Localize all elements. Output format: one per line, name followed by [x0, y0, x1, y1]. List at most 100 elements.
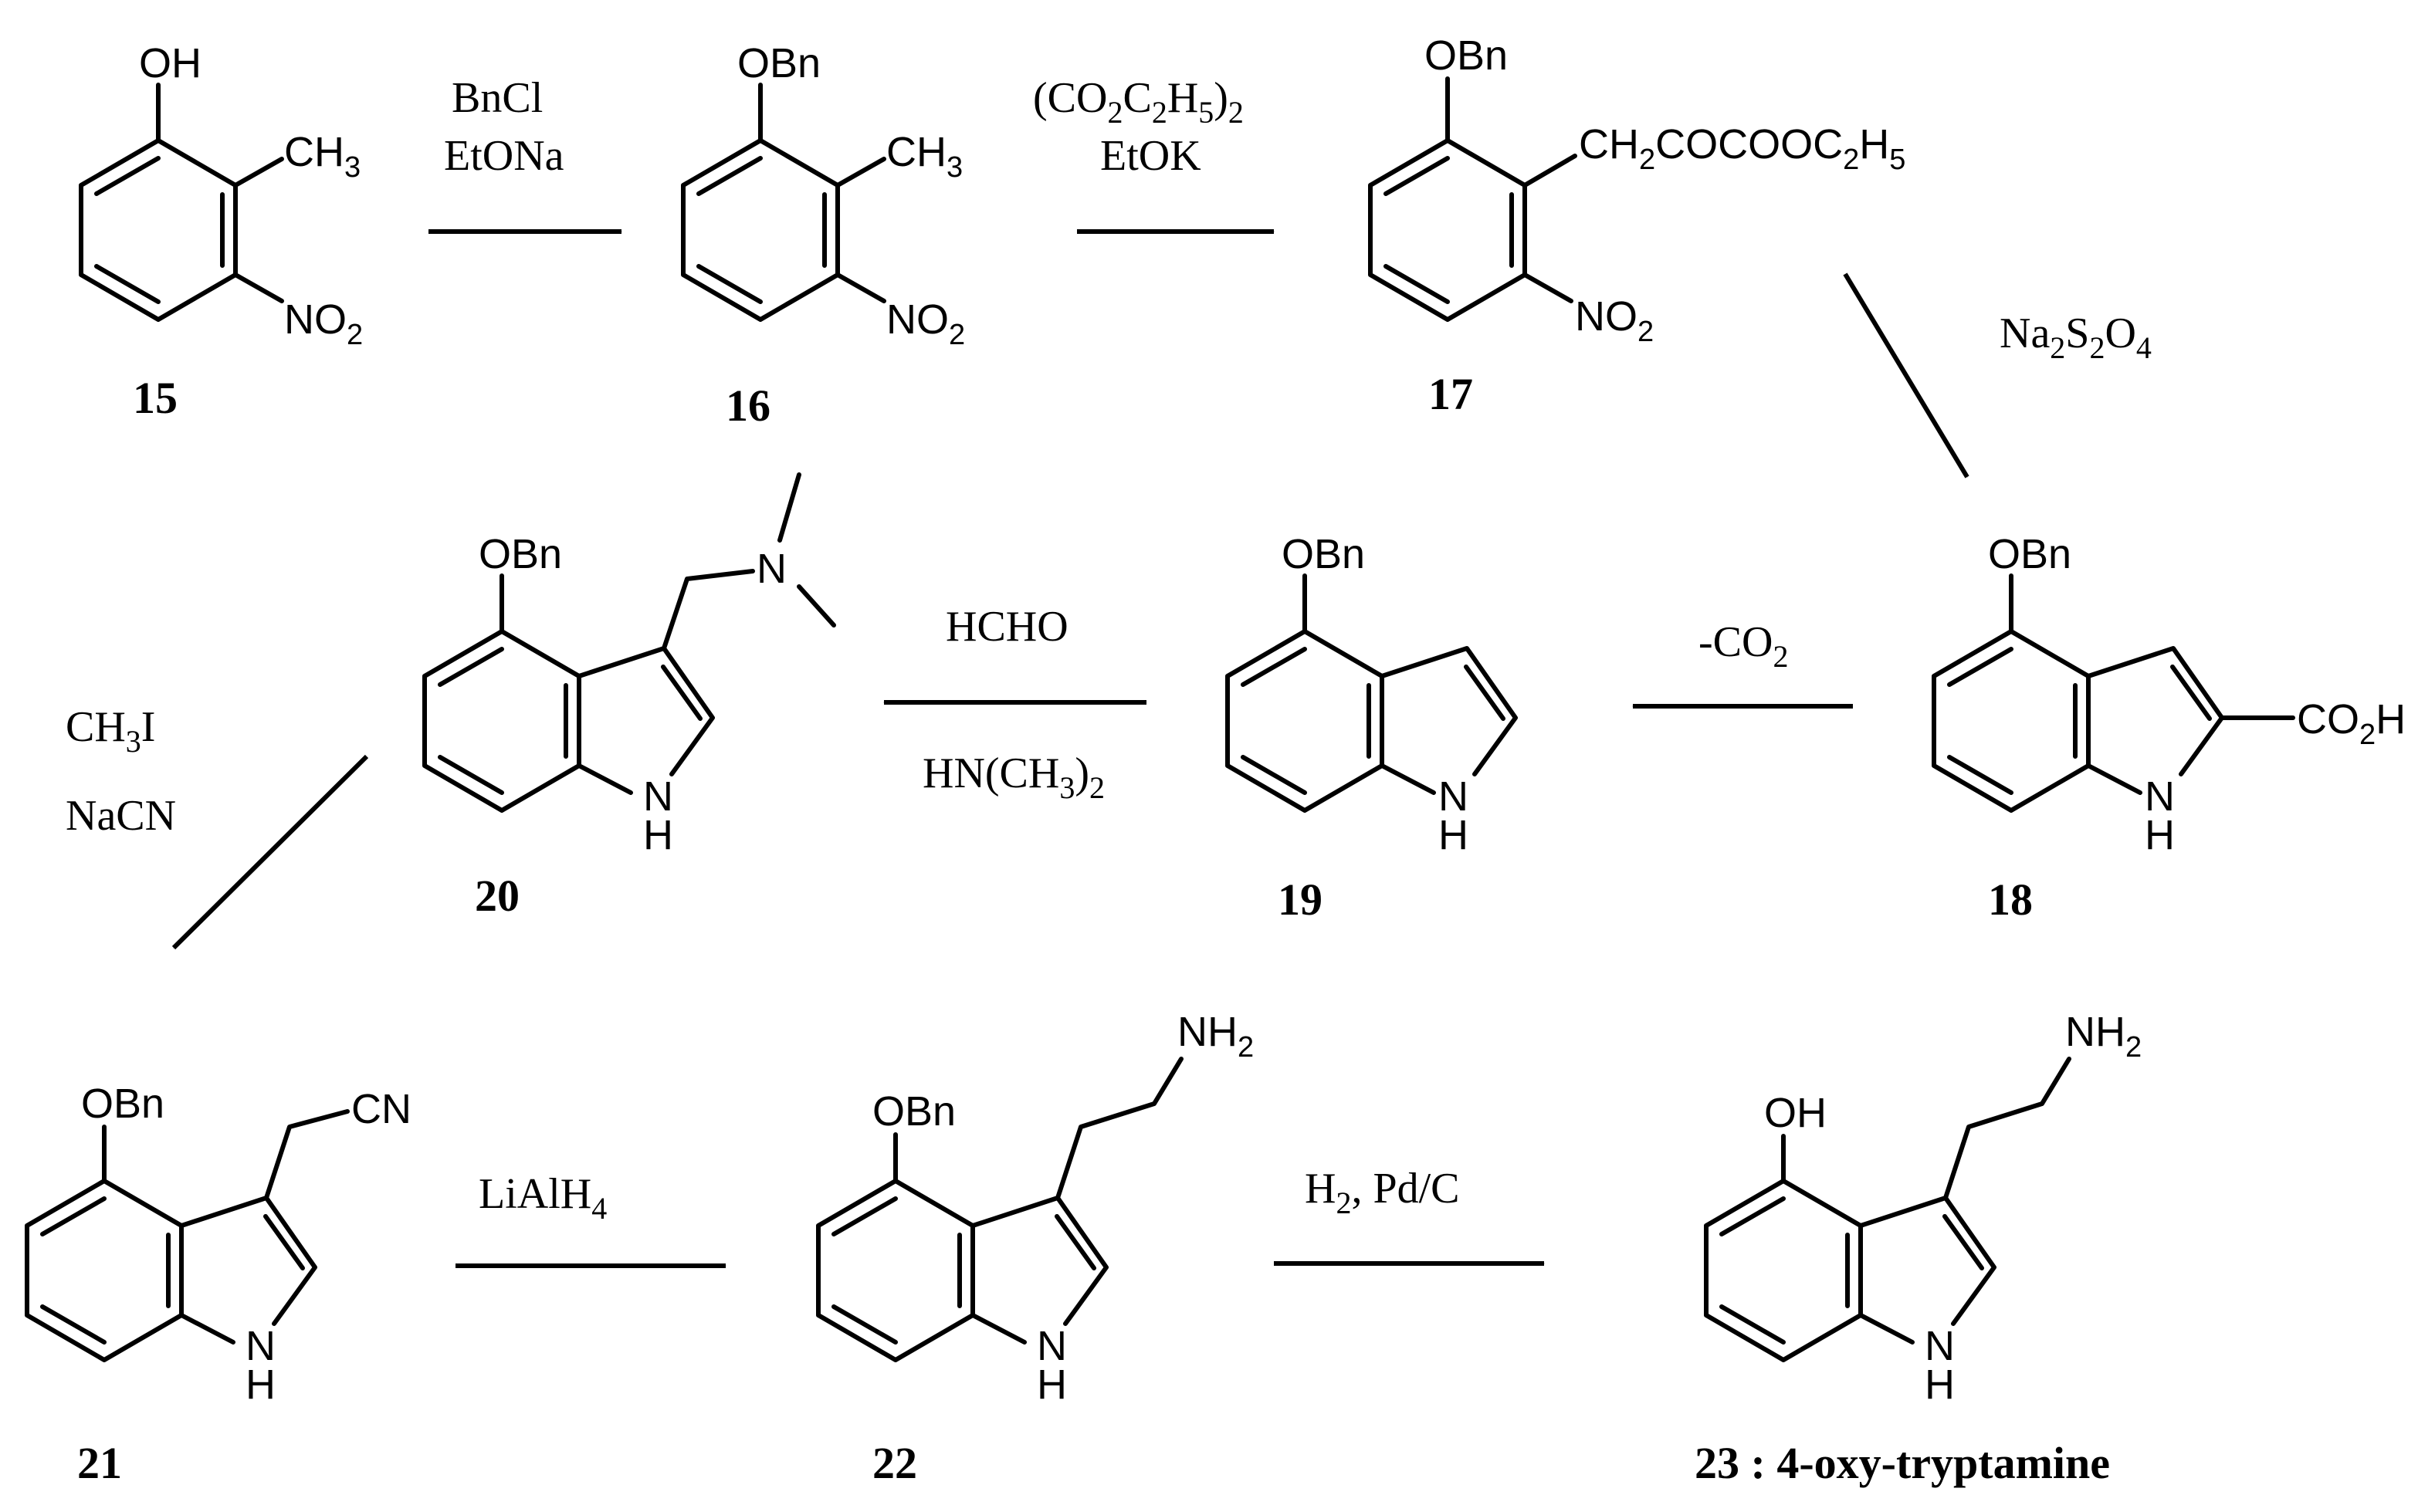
pyrrole-ring-20 [577, 646, 715, 795]
reagent-hydrogenation: H2, Pd/C [1305, 1165, 1460, 1220]
compound-number-15: 15 [133, 373, 178, 423]
indole-benzene-ring-22 [816, 1179, 975, 1362]
compound-number-23: 23 : 4-oxy-tryptamine [1695, 1438, 2110, 1488]
ethylamine-bond-23 [1943, 1057, 2071, 1200]
benzene-ring-16 [681, 138, 840, 322]
reagent-diethyl-oxalate: (CO2C2H5)2 [1033, 74, 1244, 130]
pyrrole-double-bond-23 [1942, 1214, 1984, 1270]
indole-benzene-ring-18 [1932, 629, 2091, 813]
pyrrole-ring-21 [179, 1196, 317, 1345]
no2-label-16: NO2 [886, 296, 965, 351]
reagent-etok: EtOK [1100, 132, 1201, 180]
indole-benzene-ring-23 [1704, 1179, 1863, 1362]
obn-label-18: OBn [1988, 531, 2071, 577]
pyrrole-double-bond-19 [1464, 665, 1505, 721]
no2-label-15: NO2 [284, 296, 363, 351]
nh2-label-23: NH2 [2065, 1009, 2142, 1064]
compound-number-22: 22 [872, 1438, 917, 1488]
compound-16: OBn CH3 NO2 16 [681, 40, 965, 431]
nh-h-label-21: H [246, 1361, 276, 1408]
n-methyl-bonds-20 [777, 472, 836, 627]
compound-number-19: 19 [1278, 874, 1322, 925]
obn-label-17: OBn [1424, 32, 1508, 79]
compound-number-21: 21 [77, 1438, 122, 1488]
compound-number-16: 16 [726, 381, 770, 431]
reagent-decarboxylation: -CO2 [1698, 618, 1788, 674]
reagent-bncl: BnCl [452, 74, 543, 122]
pyrrole-double-bond-22 [1055, 1214, 1096, 1270]
compound-number-17: 17 [1428, 369, 1473, 419]
indole-benzene-ring-20 [422, 629, 581, 813]
compound-23: OH NH2 N H 23 : 4-oxy-tryptamine [1695, 1009, 2142, 1488]
ring-inner-bonds-15 [94, 156, 225, 304]
pyrrole-ring-22 [970, 1196, 1109, 1345]
no2-bond-15 [233, 272, 284, 303]
obn-label-21: OBn [81, 1081, 164, 1127]
cn-label-21: CN [351, 1086, 411, 1132]
obn-label-16: OBn [737, 40, 821, 86]
ch2cn-bond-21 [264, 1109, 350, 1200]
reagent-methyl-iodide: CH3I [66, 703, 155, 759]
ring-inner-bonds-21 [40, 1196, 171, 1345]
ethylamine-bond-22 [1055, 1057, 1184, 1200]
pyrrole-double-bond-21 [263, 1214, 305, 1270]
no2-bond-16 [835, 272, 886, 303]
ring-inner-bonds-23 [1719, 1196, 1850, 1345]
obn-label-19: OBn [1282, 531, 1365, 577]
pyrrole-ring-23 [1858, 1196, 1996, 1345]
compound-17: OBn CH2COCOOC2H5 NO2 17 [1368, 32, 1905, 419]
oh-label-23: OH [1764, 1090, 1827, 1136]
compound-19: OBn N H 19 [1225, 531, 1518, 925]
obn-label-20: OBn [479, 531, 562, 577]
arrow-17-to-18 [1843, 272, 1969, 479]
compound-15: OH CH3 NO2 15 [79, 40, 363, 423]
side-chain-label-17: CH2COCOOC2H5 [1579, 121, 1905, 176]
no2-label-17: NO2 [1575, 293, 1654, 348]
nh-n-label-18: N [2145, 773, 2175, 820]
nh-n-label-21: N [246, 1323, 276, 1369]
pyrrole-ring-18 [2086, 646, 2224, 795]
pyrrole-double-bond-20 [661, 665, 703, 721]
nh-h-label-23: H [1925, 1361, 1955, 1408]
side-chain-bond-17 [1522, 154, 1577, 188]
ch3-bond-16 [835, 157, 886, 188]
nh-h-label-19: H [1438, 812, 1468, 858]
reagent-lialh4: LiAlH4 [479, 1170, 607, 1226]
nh-h-label-18: H [2145, 812, 2175, 858]
benzene-ring-17 [1368, 138, 1527, 322]
cooh-label-18: CO2H [2297, 696, 2406, 751]
ch3-bond-15 [233, 157, 284, 188]
ring-inner-bonds-17 [1383, 156, 1514, 304]
compound-number-18: 18 [1988, 874, 2033, 925]
reagent-dimethylamine: HN(CH3)2 [923, 749, 1105, 805]
nh-h-label-22: H [1037, 1361, 1067, 1408]
ring-inner-bonds-16 [696, 156, 827, 304]
oh-label-15: OH [139, 40, 202, 86]
indole-benzene-ring-19 [1225, 629, 1384, 813]
ch3-label-15: CH3 [284, 129, 361, 184]
reagent-sodium-cyanide: NaCN [66, 792, 176, 840]
compound-number-20: 20 [475, 871, 520, 921]
nh-n-label-19: N [1438, 773, 1468, 820]
ring-inner-bonds-22 [831, 1196, 962, 1345]
ring-inner-bonds-19 [1241, 647, 1371, 795]
reagent-formaldehyde: HCHO [946, 603, 1068, 651]
compound-21: OBn CN N H 21 [25, 1081, 411, 1488]
nh2-label-22: NH2 [1177, 1009, 1254, 1064]
no2-bond-17 [1522, 272, 1573, 303]
nh-n-label-23: N [1925, 1323, 1955, 1369]
ch2-bond-20 [662, 569, 755, 651]
reagent-etona: EtONa [444, 132, 564, 180]
ring-inner-bonds-18 [1947, 647, 2078, 795]
benzene-ring-15 [79, 138, 238, 322]
nh-h-label-20: H [643, 812, 673, 858]
pyrrole-ring-19 [1380, 646, 1518, 795]
nh-n-label-22: N [1037, 1323, 1067, 1369]
ch3-label-16: CH3 [886, 129, 963, 184]
pyrrole-double-bond-18 [2170, 665, 2212, 721]
arrow-20-to-21 [171, 754, 369, 950]
compound-18: OBn CO2H N H 18 [1932, 531, 2406, 925]
indole-benzene-ring-21 [25, 1179, 184, 1362]
compound-20: OBn N N H 20 [422, 472, 836, 921]
